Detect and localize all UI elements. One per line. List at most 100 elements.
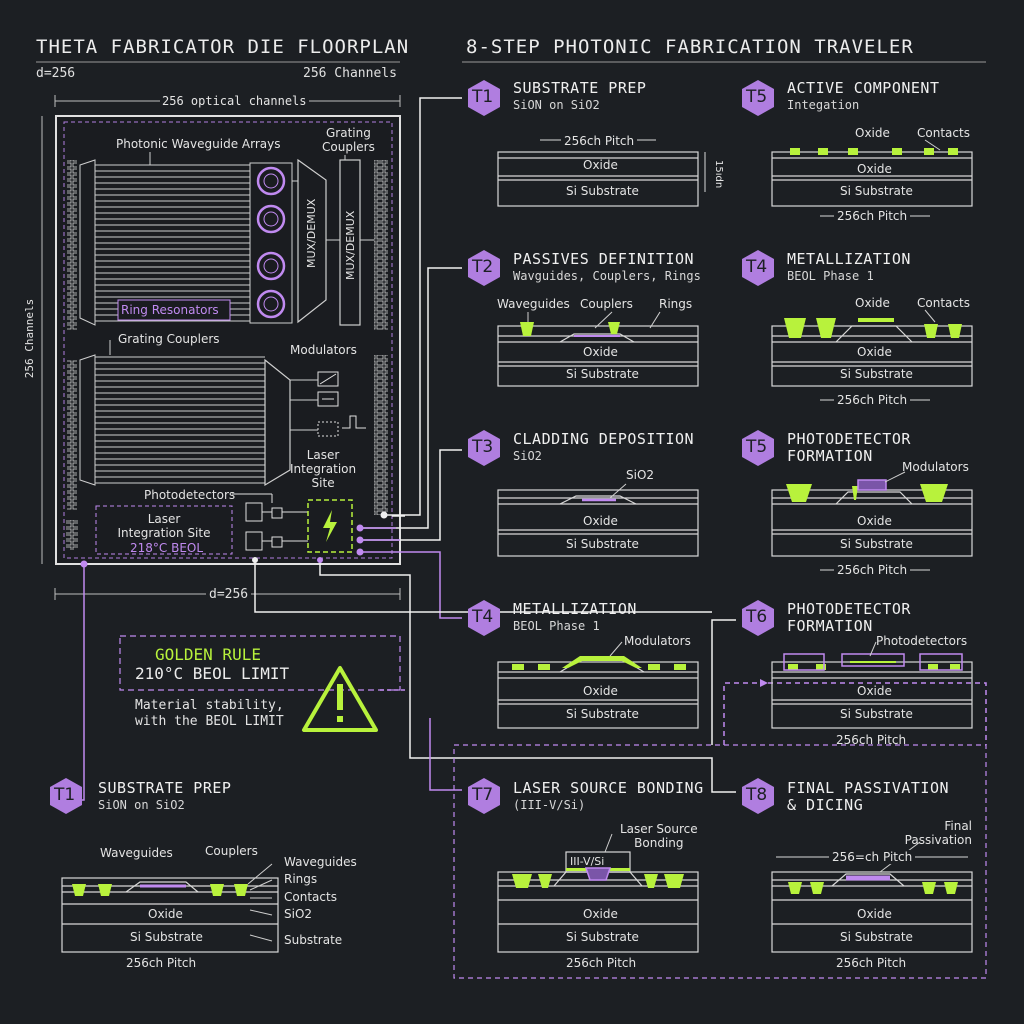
step-title: SUBSTRATE PREP (513, 79, 647, 97)
step-sub: BEOL Phase 1 (513, 619, 600, 633)
golden-rule-note: Material stability, with the BEOL LIMIT (135, 698, 284, 729)
photonic-features (140, 335, 963, 888)
cs-callout-right: Rings (284, 872, 318, 886)
cs-label: 256ch Pitch (561, 134, 638, 148)
cs-layer-substrate: Si Substrate (840, 930, 913, 944)
photodetectors-label: Photodetectors (144, 488, 236, 502)
step-sub: SiON on SiO2 (98, 798, 185, 812)
cs-layer-oxide: Oxide (583, 158, 618, 172)
cs-layer-substrate: Si Substrate (566, 930, 639, 944)
badge-t5a: T5 (746, 87, 768, 107)
step-badges (50, 80, 774, 814)
cs-callout: Oxide (855, 126, 890, 140)
floorplan-channels-label: 256 Channels (303, 66, 397, 81)
step-title: PASSIVES DEFINITION (513, 250, 695, 268)
cs-layer-substrate: Si Substrate (566, 367, 639, 381)
traveler-connectors (70, 97, 987, 979)
cs-callout: Waveguides (100, 846, 173, 860)
traveler-title: 8-STEP PHOTONIC FABRICATION TRAVELER (466, 36, 914, 58)
warning-icon (302, 666, 378, 732)
cs-pitch: 256ch Pitch (834, 563, 911, 577)
cs-callout: Modulators (902, 460, 969, 474)
cs-callout: Photodetectors (876, 634, 968, 648)
cs-pitch: 256ch Pitch (836, 733, 907, 747)
cs-layer-oxide: Oxide (583, 907, 618, 921)
cs-pitch: 256ch Pitch (126, 956, 197, 970)
step-title: ACTIVE COMPONENT (787, 79, 940, 97)
cs-callout: Laser Source Bonding (620, 822, 698, 850)
step-title: FINAL PASSIVATION & DICING (787, 779, 950, 814)
cs-callout: Final Passivation (904, 819, 972, 847)
step-sub: SiO2 (513, 449, 542, 463)
badge-t2: T2 (472, 257, 494, 277)
golden-rule-limit: 210°C BEOL LIMIT (135, 664, 290, 683)
step-sub: Wavguides, Couplers, Rings (513, 269, 701, 283)
step-title: SUBSTRATE PREP (98, 779, 232, 797)
optical-channels-label: 256 optical channels (160, 94, 309, 108)
cs-layer-substrate: Si Substrate (840, 184, 913, 198)
cs-callout: Contacts (917, 296, 970, 310)
step-sub: (III-V/Si) (513, 798, 586, 812)
cs-layer-oxide: Oxide (857, 162, 892, 176)
step-title: CLADDING DEPOSITION (513, 430, 695, 448)
mux-demux-2-label: MUX/DEMUX (344, 210, 357, 280)
cs-callout: Rings (659, 297, 693, 311)
cs-layer-oxide: Oxide (583, 684, 618, 698)
step-title: METALLIZATION (513, 600, 637, 618)
cs-layer-oxide: Oxide (857, 684, 892, 698)
cs-callout: III-V/Si (570, 855, 605, 868)
badge-t1: T1 (472, 87, 494, 107)
bottom-d-label: d=256 (206, 587, 252, 602)
floorplan-d-label: d=256 (36, 66, 76, 81)
laser-box-label: Laser Integration Site (117, 512, 211, 540)
cs-callout: Contacts (917, 126, 970, 140)
cs-callout-right: SiO2 (284, 907, 313, 921)
badge-t8: T8 (746, 785, 768, 805)
badge-t7: T7 (472, 785, 494, 805)
step-title: LASER SOURCE BONDING (513, 779, 704, 797)
cs-layer-oxide: Oxide (857, 514, 892, 528)
badge-t5b: T5 (746, 437, 768, 457)
cs-callout: Waveguides (497, 297, 570, 311)
badge-t4b: T4 (472, 607, 494, 627)
cs-layer-substrate: Si Substrate (840, 367, 913, 381)
cs-callout: Modulators (624, 634, 691, 648)
cs-layer-substrate: Si Substrate (566, 537, 639, 551)
cs-layer-substrate: Si Substrate (566, 184, 639, 198)
cs-layer-substrate: Si Substrate (840, 707, 913, 721)
badge-t4a: T4 (746, 257, 768, 277)
step-title: PHOTODETECTOR FORMATION (787, 600, 911, 635)
golden-rule-frame (119, 635, 401, 691)
side-channels-label: 256 Channels (23, 298, 37, 379)
cs-pitch-top: 256=ch Pitch (829, 850, 916, 864)
step-title: PHOTODETECTOR FORMATION (787, 430, 911, 465)
step-sub: BEOL Phase 1 (787, 269, 874, 283)
floorplan-title: THETA FABRICATOR DIE FLOORPLAN (36, 36, 410, 58)
cs-callout-right: Substrate (284, 933, 343, 947)
waveguide-arrays-label: Photonic Waveguide Arrays (116, 137, 281, 151)
cs-callout: Couplers (205, 844, 258, 858)
cs-layer-substrate: Si Substrate (130, 930, 203, 944)
modulators-label: Modulators (290, 343, 357, 357)
step-title: METALLIZATION (787, 250, 911, 268)
laser-site-label: Laser Integration Site (290, 448, 357, 490)
badge-bottom-t1: T1 (54, 785, 76, 805)
die-floorplan (41, 95, 401, 600)
mux-demux-1-label: MUX/DEMUX (305, 198, 318, 268)
step-sub: SiON on SiO2 (513, 98, 600, 112)
cs-layer-oxide: Oxide (857, 345, 892, 359)
cs-layer-oxide: Oxide (583, 514, 618, 528)
cs-callout-right: Contacts (284, 890, 337, 904)
cs-layer-oxide: Oxide (857, 907, 892, 921)
cs-callout: SiO2 (626, 468, 655, 482)
cs-pitch: 256ch Pitch (566, 956, 637, 970)
badge-t6: T6 (746, 607, 768, 627)
cs-side-label: 15ıdn (713, 160, 724, 189)
metal-features (72, 148, 962, 896)
step-sub: Integation (787, 98, 860, 112)
grating-couplers-top-label: Grating Couplers (322, 126, 375, 154)
cs-callout: Couplers (580, 297, 633, 311)
cs-callout: Oxide (855, 296, 890, 310)
cs-callout-right: Waveguides (284, 855, 357, 869)
